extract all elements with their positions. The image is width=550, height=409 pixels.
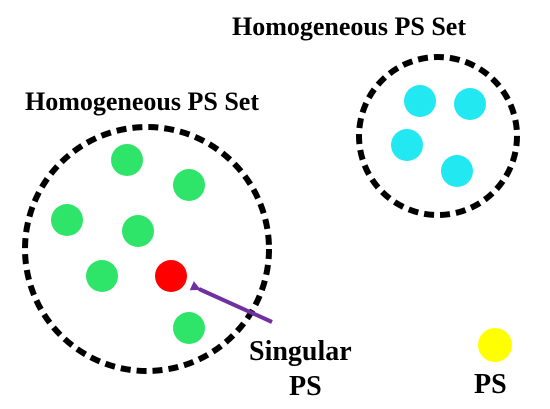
green-ps-point xyxy=(51,204,83,236)
singular-arrow xyxy=(189,281,273,324)
left-set-label: Homogeneous PS Set xyxy=(25,87,259,116)
left-set-boundary xyxy=(22,124,272,374)
green-ps-point xyxy=(173,169,205,201)
singular-label-line2: PS xyxy=(289,371,322,402)
green-ps-point xyxy=(122,215,154,247)
cyan-ps-point xyxy=(441,155,473,187)
right-set-boundary xyxy=(356,54,520,218)
cyan-ps-point xyxy=(391,129,423,161)
cyan-ps-point xyxy=(404,85,436,117)
ps-legend-label: PS xyxy=(474,369,507,400)
cyan-ps-point xyxy=(454,88,486,120)
green-ps-point xyxy=(86,260,118,292)
green-ps-point xyxy=(173,312,205,344)
green-ps-point xyxy=(111,144,143,176)
ps-legend-point xyxy=(478,328,512,362)
singular-ps-point xyxy=(155,260,187,292)
singular-label-line1: Singular xyxy=(249,336,352,367)
right-set-label: Homogeneous PS Set xyxy=(232,12,466,41)
